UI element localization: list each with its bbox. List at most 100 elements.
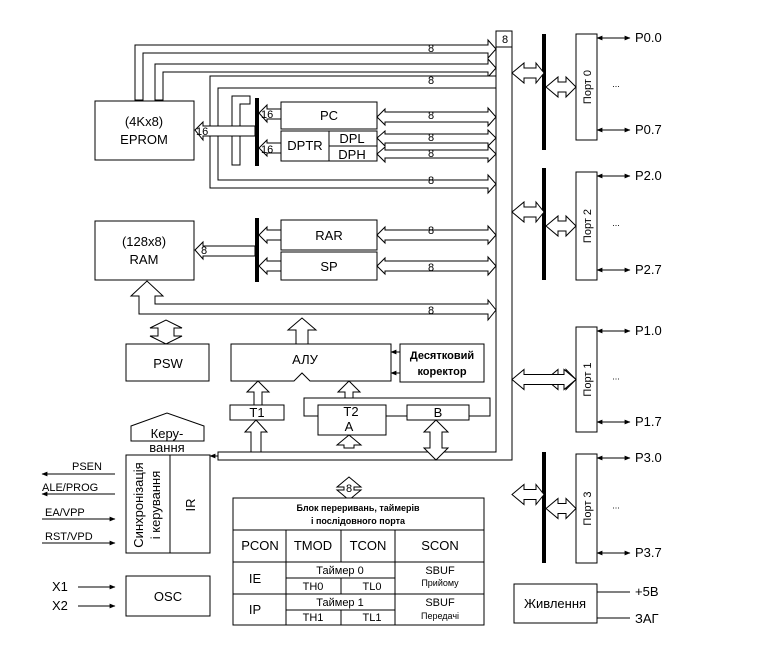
signal-ale: ALE/PROG bbox=[42, 482, 98, 494]
osc-block bbox=[125, 575, 211, 617]
sp-in bbox=[258, 256, 282, 276]
sbuf-tx-label: SBUF bbox=[425, 597, 455, 609]
bus-label: 8 bbox=[428, 262, 434, 274]
gnd-label: ЗАГ bbox=[635, 611, 659, 626]
rar-register bbox=[280, 219, 378, 251]
dpl-label: DPL bbox=[339, 131, 364, 146]
dph-main-bus bbox=[376, 144, 497, 164]
intr-title-2: і послідовного порта bbox=[311, 516, 406, 526]
dpl-main-bus bbox=[376, 128, 497, 148]
sync-label-2: і керування bbox=[148, 471, 163, 540]
intr-bus-width: 8 bbox=[346, 483, 352, 495]
pin-first-label: P0.0 bbox=[635, 30, 662, 45]
main-bus-label-box bbox=[495, 30, 513, 48]
sbuf-rx-label: SBUF bbox=[425, 565, 455, 577]
pin-ellipsis: ... bbox=[612, 501, 620, 511]
power-block bbox=[513, 583, 598, 624]
ram-block bbox=[94, 220, 195, 281]
pin-first-label: P2.0 bbox=[635, 168, 662, 183]
receive-label: Прийому bbox=[421, 578, 459, 588]
bus-label: 8 bbox=[428, 148, 434, 160]
ram-name: RAM bbox=[130, 252, 159, 267]
ram-main-bus bbox=[129, 280, 497, 322]
pin-ellipsis: ... bbox=[612, 218, 620, 228]
signal-rst: RST/VPD bbox=[45, 531, 93, 543]
pin-last-label: P2.7 bbox=[635, 262, 662, 277]
pin-last-label: P0.7 bbox=[635, 122, 662, 137]
dph-label: DPH bbox=[338, 147, 365, 162]
bus-label: 16 bbox=[261, 109, 273, 121]
pin-first-label: P3.0 bbox=[635, 450, 662, 465]
bus-label: 8 bbox=[428, 43, 434, 55]
col-tcon: TCON bbox=[350, 538, 387, 553]
port-input-bus bbox=[511, 61, 545, 85]
port-data-bus bbox=[545, 214, 577, 238]
ip-label: IP bbox=[249, 602, 261, 617]
bus-label: 8 bbox=[428, 225, 434, 237]
a-main-bus bbox=[335, 434, 363, 449]
port1-bus bbox=[511, 368, 577, 391]
power-label: Живлення bbox=[524, 596, 586, 611]
col-pcon: PCON bbox=[241, 538, 279, 553]
pin-last-label: P1.7 bbox=[635, 414, 662, 429]
port-name: Порт 1 bbox=[582, 362, 594, 396]
tl0-label: TL0 bbox=[363, 581, 382, 593]
ram-bus-width: 8 bbox=[201, 245, 207, 257]
psw-ram-link bbox=[149, 319, 183, 345]
sp-main-bus bbox=[376, 255, 497, 277]
decimal-corrector-line2: коректор bbox=[417, 366, 466, 378]
clock-x1: X1 bbox=[52, 579, 68, 594]
eprom-block bbox=[94, 100, 195, 161]
port-name: Порт 2 bbox=[582, 209, 594, 243]
rar-main-bus bbox=[376, 224, 497, 246]
pin-last-label: P3.7 bbox=[635, 545, 662, 560]
th0-label: TH0 bbox=[303, 581, 324, 593]
bus-eprom-main bbox=[134, 38, 497, 101]
pc-main-bus bbox=[376, 106, 497, 128]
sync-control-block bbox=[125, 454, 211, 554]
b-register bbox=[406, 404, 470, 421]
col-tmod: TMOD bbox=[294, 538, 332, 553]
control-header bbox=[130, 412, 205, 442]
bus-label: 8 bbox=[428, 132, 434, 144]
decimal-corrector-block bbox=[399, 343, 485, 383]
intr-main-bus bbox=[335, 476, 363, 501]
ir-label: IR bbox=[183, 499, 198, 512]
bus-label: 8 bbox=[428, 110, 434, 122]
eprom-size: (4Kx8) bbox=[125, 114, 163, 129]
rar-in bbox=[258, 225, 282, 245]
signal-psen: PSEN bbox=[72, 461, 102, 473]
intr-title-1: Блок переривань, таймерів bbox=[296, 503, 420, 513]
b-label: B bbox=[434, 405, 443, 420]
clock-x2: X2 bbox=[52, 598, 68, 613]
timer0-label: Таймер 0 bbox=[316, 565, 363, 577]
port-name: Порт 0 bbox=[582, 70, 594, 104]
control-header-line1: Керу- bbox=[151, 426, 184, 441]
dptr-label: DPTR bbox=[287, 138, 322, 153]
th1-label: TH1 bbox=[303, 612, 324, 624]
dptr-in bbox=[258, 138, 282, 158]
psw-label: PSW bbox=[153, 356, 183, 371]
port-name: Порт 3 bbox=[582, 491, 594, 525]
b-main-bus bbox=[422, 419, 450, 461]
bus-label: 16 bbox=[261, 144, 273, 156]
ie-label: IE bbox=[249, 571, 262, 586]
ram-size: (128x8) bbox=[122, 234, 166, 249]
eprom-name: EPROM bbox=[120, 132, 168, 147]
port-input-bus bbox=[511, 200, 545, 224]
port-data-bus bbox=[545, 75, 577, 99]
bus-eprom-main-2 bbox=[154, 57, 497, 101]
bus-label: 8 bbox=[428, 175, 434, 187]
bus-label: 8 bbox=[428, 305, 434, 317]
t1-main-bus bbox=[243, 419, 269, 453]
t2-label: T2 bbox=[343, 404, 358, 419]
sp-label: SP bbox=[320, 259, 337, 274]
psw-register bbox=[125, 343, 210, 382]
sync-label-1: Синхронізація bbox=[131, 462, 146, 547]
osc-label: OSC bbox=[154, 589, 182, 604]
a-label: A bbox=[345, 419, 354, 434]
tl1-label: TL1 bbox=[363, 612, 382, 624]
signal-ea: EA/VPP bbox=[45, 507, 85, 519]
